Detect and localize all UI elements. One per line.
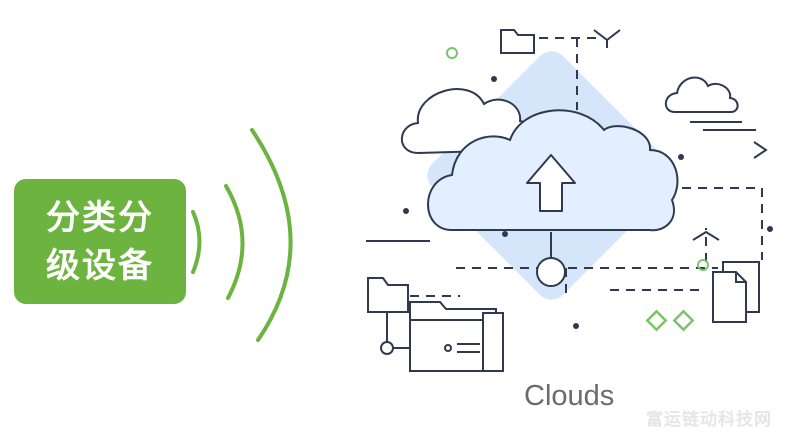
clouds-caption: Clouds: [524, 380, 615, 412]
cloud-upload-icon: [427, 109, 679, 232]
badge-line-1: 分类分: [46, 197, 154, 238]
watermark-text: 富运链动科技网: [646, 410, 772, 430]
dashed-connectors: [410, 37, 763, 300]
folder-icon: [500, 29, 535, 54]
decor-rings: [446, 47, 709, 271]
connection-node: [536, 257, 566, 287]
device-classification-badge: 分类分 级设备: [14, 179, 186, 304]
diamond-icon: [645, 309, 695, 332]
cloud-icon: [664, 76, 739, 113]
decor-dots: [403, 76, 773, 329]
documents-icon: [712, 261, 760, 323]
signal-waves-icon: [191, 128, 293, 342]
badge-line-2: 级设备: [46, 245, 154, 286]
folder-icon: [367, 277, 504, 372]
decor-lines: [366, 29, 768, 242]
